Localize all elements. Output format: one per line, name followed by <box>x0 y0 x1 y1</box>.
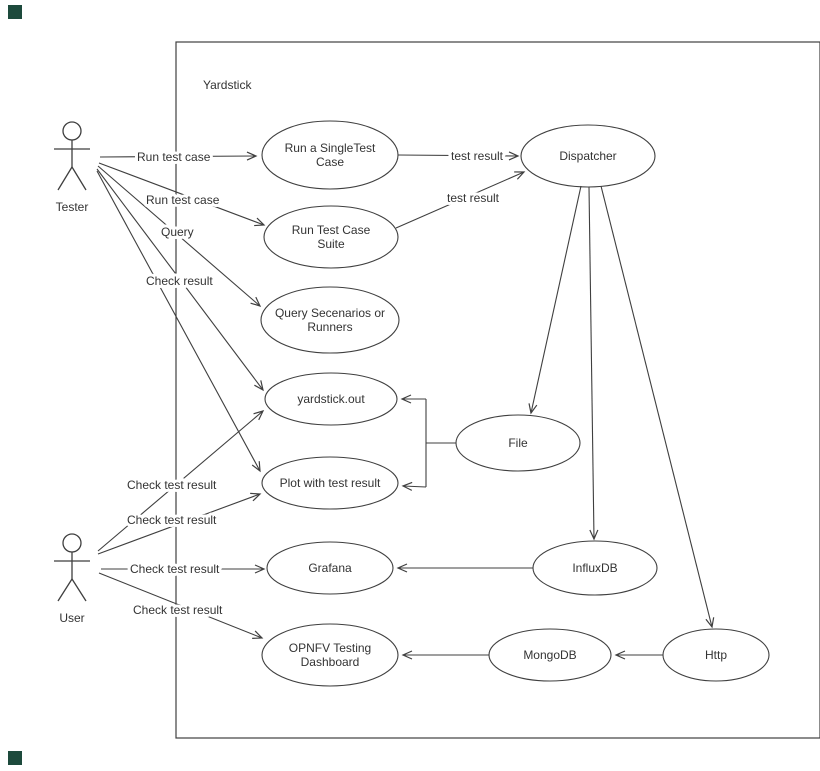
edge-dispatcher-file <box>528 185 582 415</box>
usecase-dispatcher-shape <box>520 124 656 188</box>
usecase-query-scenarios-label-1: Query Secenarios or <box>275 306 385 320</box>
edge-label-tester-single: Run test case <box>137 150 211 164</box>
usecase-yardstick-out: yardstick.out <box>264 372 398 426</box>
actor-user-label: User <box>59 611 84 625</box>
usecase-opnfv-dashboard: OPNFV Testing Dashboard <box>261 623 399 687</box>
usecase-influxdb: InfluxDB <box>532 540 658 596</box>
usecase-run-suite: Run Test Case Suite <box>263 205 399 269</box>
system-boundary-label: Yardstick <box>203 78 252 92</box>
usecase-mongodb-label: MongoDB <box>523 648 576 662</box>
usecase-opnfv-dashboard-label-2: Dashboard <box>301 655 360 669</box>
edge-dispatcher-http <box>600 185 715 629</box>
usecase-run-suite-shape <box>263 205 399 269</box>
edge-label-user-grafana: Check test result <box>130 562 220 576</box>
actor-tester-left-leg <box>57 166 73 191</box>
edge-tester-single-test <box>99 151 258 161</box>
edge-label-tester-query: Query <box>161 225 194 239</box>
usecase-query-scenarios: Query Secenarios or Runners <box>260 286 400 354</box>
edge-label-single-dispatcher: test result <box>451 149 504 163</box>
edge-label-user-opnfv: Check test result <box>133 603 223 617</box>
usecase-grafana-shape <box>266 541 394 595</box>
usecase-run-single-test: Run a SingleTest Case <box>261 120 399 190</box>
usecase-yardstick-out-shape <box>264 372 398 426</box>
edge-tester-suite <box>98 162 266 227</box>
actor-tester-head <box>62 121 82 141</box>
edge-user-yardstick-out <box>97 410 265 552</box>
edge-tester-yardstick-out <box>96 168 264 392</box>
actor-tester-right-leg <box>71 166 87 191</box>
usecase-run-single-test-label-1: Run a SingleTest <box>285 141 376 155</box>
edge-user-opnfv <box>98 572 264 639</box>
edge-tester-plot <box>96 170 261 473</box>
edge-label-suite-dispatcher: test result <box>447 191 500 205</box>
usecase-query-scenarios-shape <box>260 286 400 354</box>
edge-single-test-dispatcher <box>397 151 520 161</box>
usecase-opnfv-dashboard-label-1: OPNFV Testing <box>289 641 371 655</box>
usecase-dispatcher: Dispatcher <box>520 124 656 188</box>
usecase-influxdb-label: InfluxDB <box>572 561 617 575</box>
edge-tester-query <box>97 165 262 307</box>
edge-label-tester-yout: Check result <box>146 274 213 288</box>
edge-suite-dispatcher <box>395 171 526 229</box>
usecase-dispatcher-label: Dispatcher <box>559 149 616 163</box>
edge-dispatcher-influxdb <box>588 186 599 541</box>
usecase-yardstick-out-label: yardstick.out <box>297 392 365 406</box>
edge-label-tester-suite: Run test case <box>146 193 220 207</box>
actor-tester: Tester <box>54 121 90 214</box>
usecase-run-single-test-label-2: Case <box>316 155 344 169</box>
actor-tester-label: Tester <box>56 200 89 214</box>
usecase-plot-result: Plot with test result <box>261 456 399 510</box>
usecase-file-label: File <box>508 436 528 450</box>
actor-user-right-leg <box>71 578 87 602</box>
usecase-http-label: Http <box>705 648 727 662</box>
usecase-plot-result-shape <box>261 456 399 510</box>
usecase-query-scenarios-label-2: Runners <box>307 320 352 334</box>
usecase-run-suite-label-2: Suite <box>317 237 345 251</box>
usecase-mongodb: MongoDB <box>488 628 612 682</box>
system-boundary <box>175 41 820 739</box>
usecase-grafana: Grafana <box>266 541 394 595</box>
actor-user-left-leg <box>57 578 73 602</box>
usecase-grafana-label: Grafana <box>308 561 352 575</box>
edge-file-plot <box>401 481 427 491</box>
edge-label-user-plot: Check test result <box>127 513 217 527</box>
usecase-http: Http <box>662 628 770 682</box>
edge-label-user-yout: Check test result <box>127 478 217 492</box>
actor-user: User <box>54 533 90 625</box>
edge-user-plot <box>97 492 262 555</box>
usecase-plot-result-label: Plot with test result <box>280 476 381 490</box>
page-marker-bottom-icon <box>8 751 22 765</box>
usecase-file: File <box>455 414 581 472</box>
page-marker-top-icon <box>8 5 22 19</box>
usecase-run-suite-label-1: Run Test Case <box>292 223 371 237</box>
actor-user-head <box>62 533 82 553</box>
usecase-opnfv-dashboard-shape <box>261 623 399 687</box>
